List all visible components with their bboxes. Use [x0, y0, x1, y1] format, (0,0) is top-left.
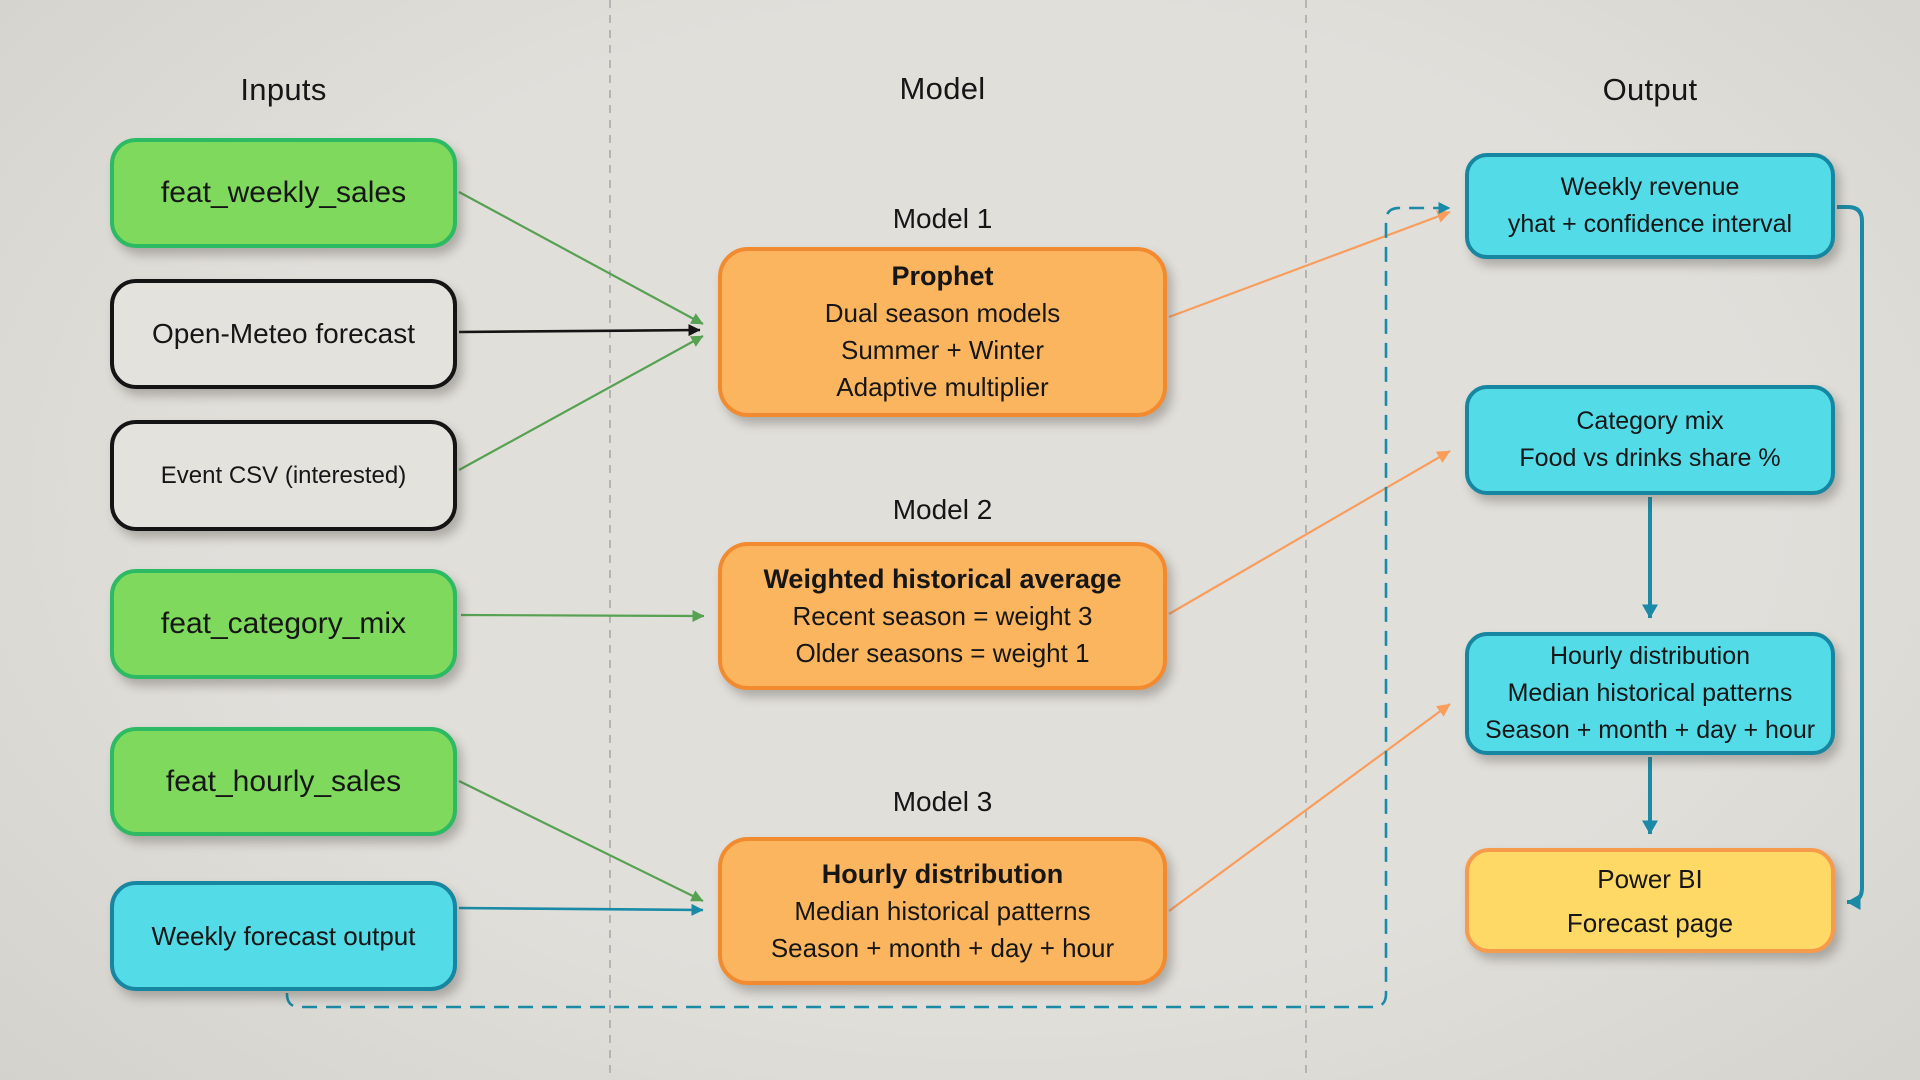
node-model-3[interactable]: Hourly distribution Median historical pa… — [718, 837, 1167, 985]
node-line: Power BI — [1597, 863, 1703, 894]
node-line: Median historical patterns — [794, 895, 1091, 926]
edge-event-csv-to-model1 — [458, 335, 704, 471]
node-label: Weekly forecast output — [151, 920, 416, 951]
node-label: feat_weekly_sales — [160, 176, 407, 209]
node-weekly-forecast-output[interactable]: Weekly forecast output — [110, 881, 457, 991]
node-label: feat_category_mix — [160, 607, 407, 640]
node-line: Summer + Winter — [841, 335, 1044, 365]
edge-model1-to-weekly-revenue — [1168, 210, 1451, 319]
node-title: Weighted historical average — [763, 563, 1122, 594]
node-label: Open-Meteo forecast — [151, 318, 416, 349]
node-line: yhat + confidence interval — [1507, 210, 1793, 238]
node-label: Event CSV (interested) — [160, 461, 407, 489]
edge-weekly-forecast-output-to-model3 — [458, 903, 704, 916]
column-header-inputs: Inputs — [240, 72, 327, 107]
edge-feat-category-mix-to-model2 — [460, 609, 705, 622]
node-line: Recent season = weight 3 — [792, 600, 1093, 631]
column-header-output: Output — [1602, 72, 1698, 107]
node-line: Median historical patterns — [1507, 679, 1793, 707]
node-hourly-distribution[interactable]: Hourly distribution Median historical pa… — [1465, 632, 1835, 755]
node-title: Hourly distribution — [821, 858, 1064, 889]
edge-open-meteo-to-model1 — [458, 324, 701, 337]
node-model-1[interactable]: Prophet Dual season models Summer + Wint… — [718, 247, 1167, 417]
edge-feat-weekly-sales-to-model1 — [458, 191, 704, 325]
node-label: feat_hourly_sales — [165, 764, 402, 798]
edge-weekly-forecast-output-to-weekly-revenue-dashed — [285, 202, 1451, 1009]
model-1-label: Model 1 — [892, 203, 993, 234]
node-feat-category-mix[interactable]: feat_category_mix — [110, 569, 457, 679]
node-feat-hourly-sales[interactable]: feat_hourly_sales — [110, 727, 457, 836]
node-line: Adaptive multiplier — [836, 372, 1049, 402]
node-line: Season + month + day + hour — [770, 932, 1115, 963]
edge-model3-to-hourly-distribution — [1168, 703, 1451, 912]
node-event-csv[interactable]: Event CSV (interested) — [110, 420, 457, 531]
node-category-mix[interactable]: Category mix Food vs drinks share % — [1465, 385, 1835, 495]
node-line: Weekly revenue — [1560, 173, 1740, 201]
node-line: Category mix — [1576, 407, 1724, 435]
node-weekly-revenue[interactable]: Weekly revenue yhat + confidence interva… — [1465, 153, 1835, 259]
node-line: Forecast page — [1566, 907, 1734, 938]
node-line: Food vs drinks share % — [1519, 444, 1781, 472]
edge-model2-to-category-mix — [1168, 450, 1451, 615]
column-header-model: Model — [899, 71, 986, 106]
node-model-2[interactable]: Weighted historical average Recent seaso… — [718, 542, 1167, 690]
node-line: Older seasons = weight 1 — [795, 637, 1090, 668]
node-feat-weekly-sales[interactable]: feat_weekly_sales — [110, 138, 457, 248]
node-line: Season + month + day + hour — [1484, 716, 1816, 744]
node-line: Dual season models — [824, 298, 1061, 328]
node-line: Hourly distribution — [1549, 642, 1751, 670]
model-3-label: Model 3 — [892, 786, 993, 817]
node-power-bi[interactable]: Power BI Forecast page — [1465, 848, 1835, 953]
edge-weekly-revenue-to-power-bi — [1837, 205, 1864, 910]
node-title: Prophet — [891, 261, 994, 291]
node-open-meteo-forecast[interactable]: Open-Meteo forecast — [110, 279, 457, 389]
edge-feat-hourly-sales-to-model3 — [458, 780, 704, 902]
model-2-label: Model 2 — [892, 494, 993, 525]
